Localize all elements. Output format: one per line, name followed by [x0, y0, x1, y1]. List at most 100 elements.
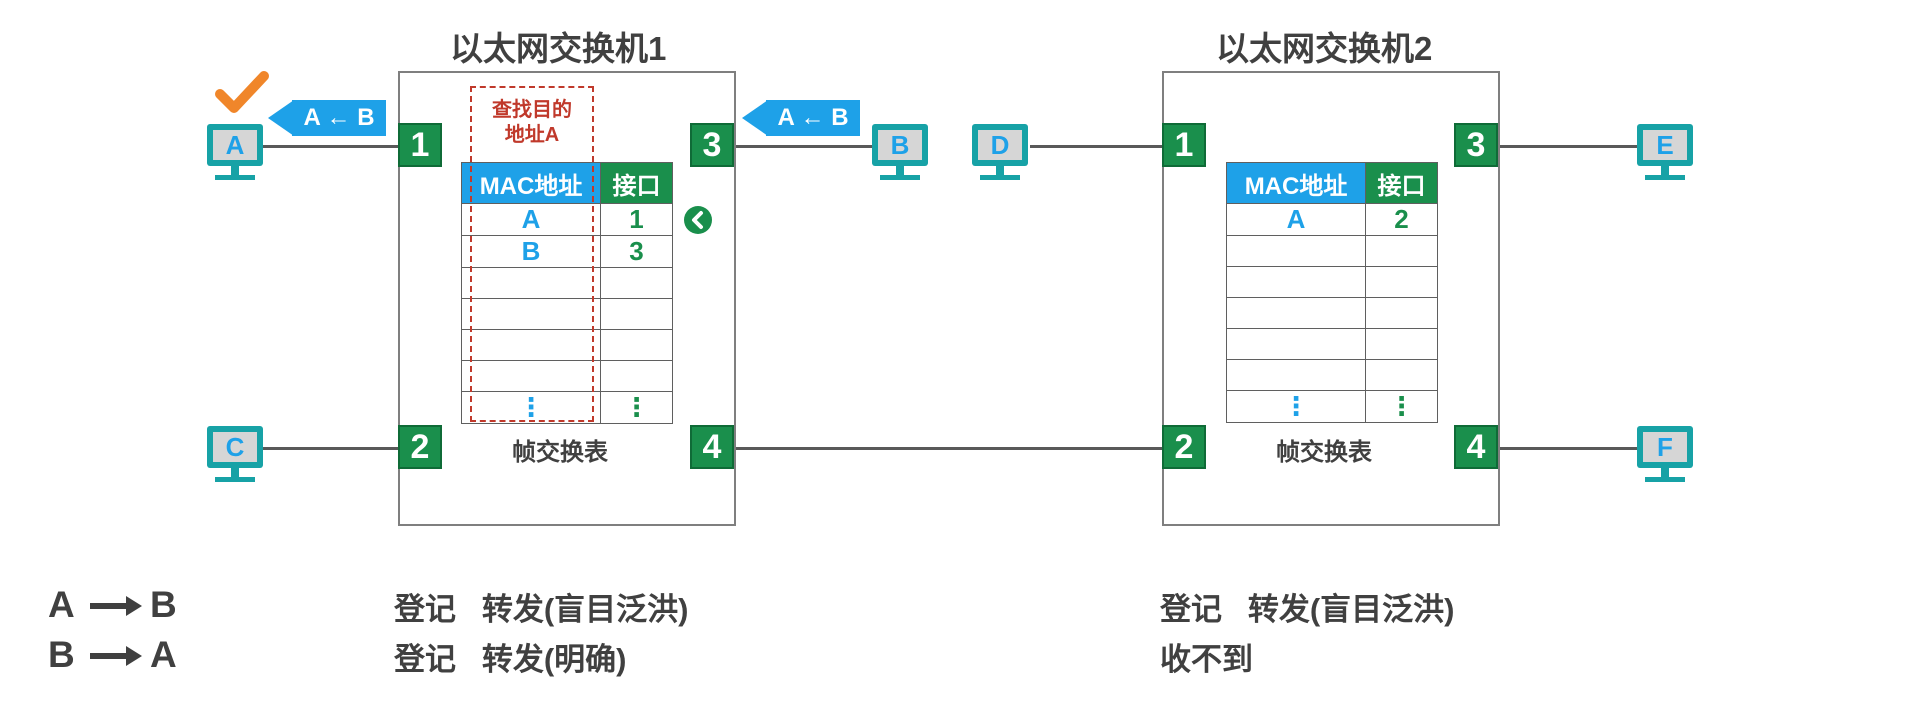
flow-from: A — [48, 584, 75, 625]
ellipsis-cell: ⋮ — [1365, 390, 1438, 423]
switch2-port-1: 1 — [1162, 123, 1206, 167]
empty-cell — [1365, 266, 1438, 298]
lookup-note-line2: 地址A — [504, 124, 560, 146]
port-header: 接口 — [1365, 162, 1438, 204]
empty-cell — [1365, 328, 1438, 360]
port-cell: 3 — [600, 235, 673, 268]
switch2-action: 收不到 — [1160, 642, 1253, 677]
host-label: B — [890, 130, 910, 160]
table-row — [460, 298, 673, 330]
empty-cell — [600, 360, 673, 392]
port-cell: 1 — [600, 203, 673, 236]
host-d[interactable]: D — [970, 122, 1030, 186]
mac-cell: A — [1225, 203, 1367, 236]
host-e[interactable]: E — [1635, 122, 1695, 186]
table-row — [1225, 266, 1438, 298]
empty-cell — [1225, 297, 1367, 329]
switch2-action: 登记 转发(盲目泛洪) — [1160, 592, 1455, 627]
table-row — [1225, 359, 1438, 391]
table-row — [1225, 328, 1438, 360]
ellipsis-cell: ⋮ — [460, 391, 602, 424]
check-icon — [214, 70, 270, 116]
arrow-right-icon — [90, 646, 142, 666]
switch2-table-caption: 帧交换表 — [1276, 439, 1372, 466]
switch1-port-2: 2 — [398, 425, 442, 469]
empty-cell — [600, 329, 673, 361]
switch1-action: 登记 转发(盲目泛洪) — [394, 592, 689, 627]
frame-label: A ← B — [766, 100, 860, 136]
table-row — [460, 360, 673, 392]
computer-icon — [1637, 426, 1693, 482]
arrow-right-icon — [90, 596, 142, 616]
flow-from: B — [48, 634, 75, 675]
empty-cell — [1365, 235, 1438, 267]
table-row: ⋮ ⋮ — [460, 391, 673, 424]
host-a[interactable]: A — [205, 122, 265, 186]
pointer-left-icon — [683, 205, 713, 235]
host-c[interactable]: C — [205, 424, 265, 488]
mac-cell: A — [460, 203, 602, 236]
mac-header: MAC地址 — [1225, 162, 1367, 204]
switch1-title: 以太网交换机1 — [450, 30, 667, 67]
frame-at-switch1-port3: A ← B — [742, 100, 862, 136]
empty-cell — [1225, 266, 1367, 298]
computer-icon — [207, 124, 263, 180]
host-f[interactable]: F — [1635, 424, 1695, 488]
wire-sw1p4-sw2p2 — [734, 447, 1164, 450]
lookup-note: 查找目的 地址A — [470, 98, 594, 148]
empty-cell — [460, 329, 602, 361]
empty-cell — [460, 267, 602, 299]
wire-sw2p3-e — [1500, 145, 1640, 148]
lookup-note-line1: 查找目的 — [492, 99, 572, 121]
empty-cell — [460, 360, 602, 392]
table-row — [1225, 297, 1438, 329]
wire-c-sw1p2 — [250, 447, 400, 450]
ellipsis-cell: ⋮ — [600, 391, 673, 424]
computer-icon — [872, 124, 928, 180]
arrow-left-icon — [268, 100, 294, 136]
table-row — [1225, 235, 1438, 267]
host-label: A — [225, 130, 245, 160]
table-row: A 2 — [1225, 203, 1438, 236]
table-row — [460, 329, 673, 361]
wire-a-sw1p1 — [250, 145, 400, 148]
switch1-port-3: 3 — [690, 123, 734, 167]
lookup-highlight-box — [470, 86, 594, 422]
host-b[interactable]: B — [870, 122, 930, 186]
switch2-title: 以太网交换机2 — [1216, 30, 1433, 67]
flow-to: B — [150, 584, 177, 625]
wire-sw2p4-f — [1500, 447, 1640, 450]
port-cell: 2 — [1365, 203, 1438, 236]
table-row — [460, 267, 673, 299]
empty-cell — [1225, 235, 1367, 267]
empty-cell — [1225, 328, 1367, 360]
computer-icon — [1637, 124, 1693, 180]
host-label: F — [1657, 432, 1673, 462]
frame-label: A ← B — [292, 100, 386, 136]
ellipsis-cell: ⋮ — [1225, 390, 1367, 423]
empty-cell — [1365, 359, 1438, 391]
empty-cell — [600, 267, 673, 299]
switch1-action: 登记 转发(明确) — [394, 642, 627, 677]
switch1-frame-table: MAC地址 接口 A 1 B 3 ⋮ ⋮ — [460, 162, 673, 424]
switch2-frame-table: MAC地址 接口 A 2 ⋮ ⋮ — [1225, 162, 1438, 423]
frame-at-host-a: A ← B — [268, 100, 388, 136]
mac-header: MAC地址 — [460, 162, 602, 204]
host-label: E — [1656, 130, 1674, 160]
switch1-port-1: 1 — [398, 123, 442, 167]
computer-icon — [972, 124, 1028, 180]
switch2-port-2: 2 — [1162, 425, 1206, 469]
arrow-left-icon — [742, 100, 768, 136]
empty-cell — [460, 298, 602, 330]
wire-sw1p3-b — [734, 145, 886, 148]
wire-d-sw2p1 — [1030, 145, 1164, 148]
flow-to: A — [150, 634, 177, 675]
summary-row-1: A B 登记 转发(盲目泛洪) 登记 转发(盲目泛洪) — [48, 584, 1548, 630]
empty-cell — [600, 298, 673, 330]
empty-cell — [1365, 297, 1438, 329]
table-row: A 1 — [460, 203, 673, 236]
computer-icon — [207, 426, 263, 482]
switch1-table-caption: 帧交换表 — [512, 439, 608, 466]
summary-row-2: B A 登记 转发(明确) 收不到 — [48, 634, 1548, 680]
host-label: C — [225, 432, 245, 462]
